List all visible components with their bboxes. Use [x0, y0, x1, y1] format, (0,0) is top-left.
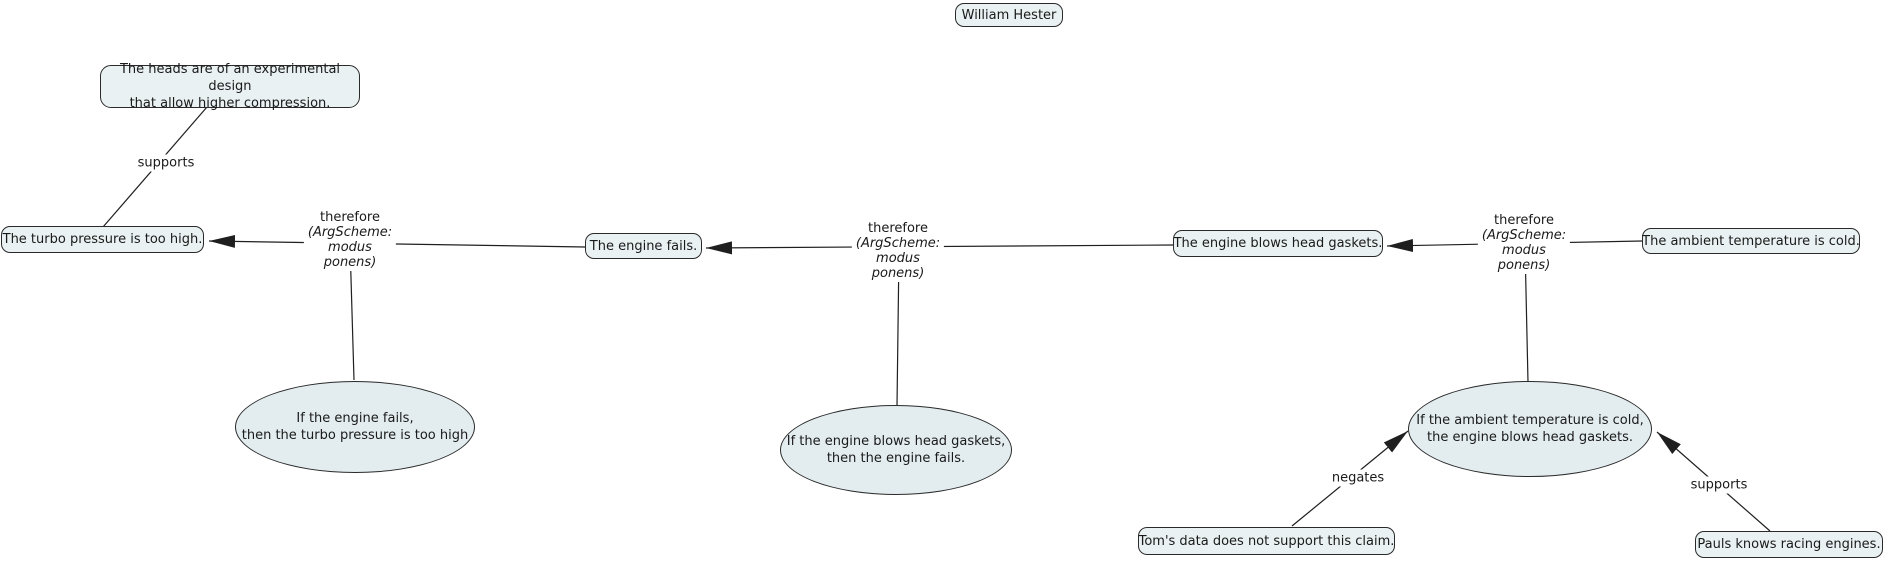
statement-label: The engine fails.	[589, 238, 698, 254]
edge-label-text: supports	[137, 155, 195, 171]
edge-therefore1-to-turbo	[208, 234, 586, 248]
edge-label-supports-right[interactable]: supports	[1686, 476, 1752, 494]
therefore-text: therefore	[868, 221, 928, 236]
argscheme-text: ponens)	[323, 255, 377, 270]
edge-label-therefore-3[interactable]: therefore (ArgScheme: modus ponens)	[1477, 212, 1571, 274]
statement-node-ambient-cold[interactable]: The ambient temperature is cold.	[1642, 228, 1860, 254]
edge-label-text: negates	[1331, 470, 1385, 486]
argscheme-text: ponens)	[871, 266, 925, 281]
edge-label-negates[interactable]: negates	[1327, 469, 1389, 487]
argscheme-text: modus	[876, 251, 920, 266]
statement-node-pauls-engines[interactable]: Pauls knows racing engines.	[1695, 531, 1883, 558]
statement-label: The ambient temperature is cold.	[1642, 233, 1860, 249]
edge-label-therefore-2[interactable]: therefore (ArgScheme: modus ponens)	[851, 220, 945, 282]
rule-line: then the engine fails.	[826, 451, 966, 466]
edge-label-therefore-1[interactable]: therefore (ArgScheme: modus ponens)	[303, 209, 397, 271]
statement-line: The heads are of an experimental design	[119, 62, 341, 94]
statement-line: that allow higher compression.	[129, 96, 331, 111]
statement-node-blows-gaskets[interactable]: The engine blows head gaskets.	[1173, 230, 1383, 257]
statement-node-engine-fails[interactable]: The engine fails.	[585, 233, 702, 259]
edge-label-supports-left[interactable]: supports	[133, 154, 199, 172]
rule-line: If the engine fails,	[296, 411, 414, 426]
therefore-text: therefore	[1494, 213, 1554, 228]
rule-line: If the engine blows head gaskets,	[786, 434, 1006, 449]
argscheme-text: (ArgScheme:	[855, 236, 941, 251]
rule-line: the engine blows head gaskets.	[1427, 430, 1633, 445]
argscheme-text: (ArgScheme:	[1481, 228, 1567, 243]
statement-node-heads[interactable]: The heads are of an experimental design …	[100, 62, 360, 111]
statement-label: Tom's data does not support this claim.	[1138, 533, 1395, 549]
argscheme-text: modus	[1502, 243, 1546, 258]
statement-label: The engine blows head gaskets.	[1173, 236, 1383, 251]
statement-node-toms-data[interactable]: Tom's data does not support this claim.	[1138, 527, 1395, 555]
rule-ellipse-gaskets-engine-fails[interactable]: If the engine blows head gaskets, then t…	[780, 405, 1012, 495]
rule-ellipse-engine-fails-turbo[interactable]: If the engine fails, then the turbo pres…	[235, 381, 475, 473]
argscheme-text: (ArgScheme:	[307, 225, 393, 240]
argscheme-text: modus	[328, 240, 372, 255]
argscheme-text: ponens)	[1497, 258, 1551, 273]
rule-ellipse-cold-gaskets[interactable]: If the ambient temperature is cold, the …	[1408, 381, 1652, 477]
statement-node-turbo-pressure[interactable]: The turbo pressure is too high.	[1, 226, 204, 253]
statement-label: Pauls knows racing engines.	[1697, 537, 1881, 552]
edge-label-text: supports	[1690, 477, 1748, 493]
statement-label: The turbo pressure is too high.	[2, 232, 203, 247]
rule-line: If the ambient temperature is cold,	[1416, 413, 1644, 428]
author-label: William Hester	[961, 7, 1057, 23]
rule-line: then the turbo pressure is too high	[241, 428, 469, 443]
author-node[interactable]: William Hester	[955, 3, 1063, 27]
therefore-text: therefore	[320, 210, 380, 225]
